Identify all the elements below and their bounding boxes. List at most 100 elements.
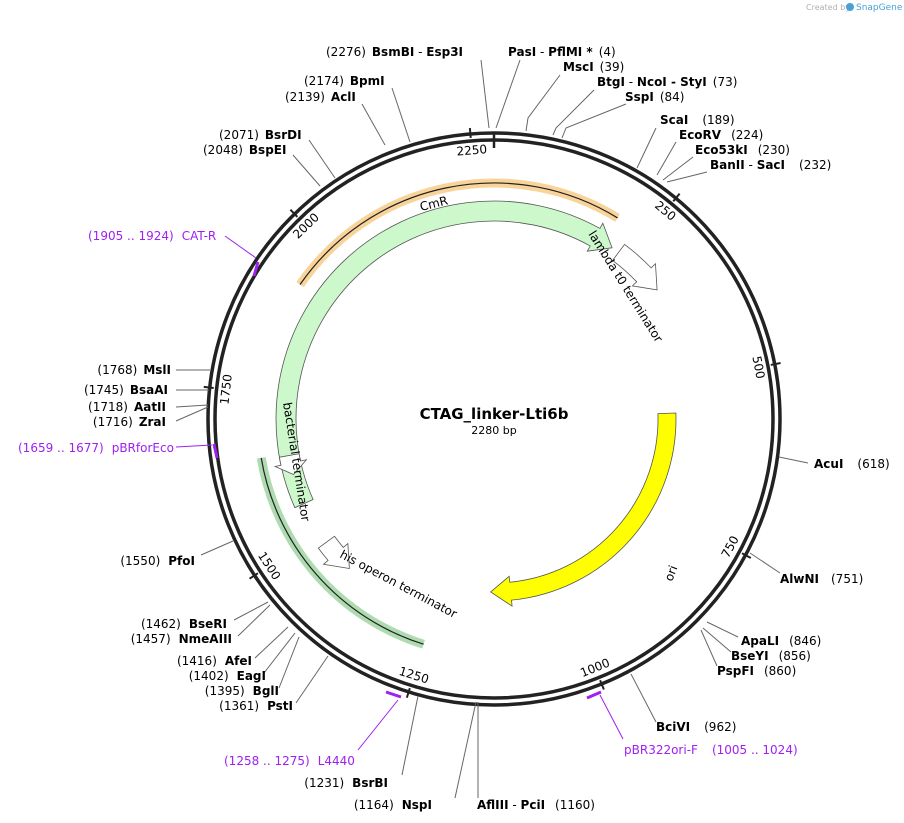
tick-mark [249, 572, 259, 580]
svg-text:BanII - SacI(232): BanII - SacI(232) [710, 158, 831, 172]
enzyme-name: NmeAIII [179, 632, 232, 646]
enzyme-name: BseRI [189, 617, 227, 631]
enzyme-sspi[interactable]: SspI(84) [625, 90, 684, 104]
enzyme-apali[interactable]: ApaLI(846) [741, 634, 821, 648]
enzyme-bcivi[interactable]: BciVI(962) [656, 720, 736, 734]
leader-bpmi [391, 87, 411, 143]
enzyme-name: MslI [143, 363, 171, 377]
leader-afei [254, 626, 289, 659]
enzyme-bsrdi[interactable]: (2071)BsrDI [219, 128, 302, 142]
feature-ori-arrow[interactable] [489, 412, 677, 607]
enzyme-pos: (1718) [88, 400, 128, 414]
svg-text:(1231)BsrBI: (1231)BsrBI [304, 776, 388, 790]
primer-mark [212, 443, 219, 459]
primer-pbr322ori-f[interactable]: pBR322ori-F(1005 .. 1024) [586, 690, 798, 757]
enzyme-name: AclI [331, 90, 356, 104]
enzyme-psti[interactable]: (1361) PstI [219, 699, 293, 713]
plasmid-length: 2280 bp [471, 424, 516, 437]
enzyme-name: BtgI [597, 75, 625, 89]
enzyme-bsaai[interactable]: (1745)BsaAI [84, 383, 168, 397]
primer-cat-r[interactable]: (1905 .. 1924)CAT-R [88, 229, 260, 277]
enzyme-pos: (1416) [177, 654, 217, 668]
tick-mark [770, 362, 781, 366]
highlight-orange [299, 182, 618, 285]
enzyme-pos: (1164) [354, 798, 394, 812]
enzyme-pos: (1550) [120, 554, 160, 568]
enzyme-ecorv[interactable]: EcoRV (224) [679, 128, 763, 142]
leader-bseyi [702, 627, 732, 653]
enzyme-bgli[interactable]: (1395)BglI [205, 684, 279, 698]
leader-msci [525, 74, 561, 132]
enzyme-nspi[interactable]: (1164)NspI [354, 798, 432, 812]
enzyme-afliii[interactable]: AflIII - PciI(1160) [477, 798, 595, 812]
enzyme-name: BanII [710, 158, 745, 172]
primer-mark [252, 261, 260, 277]
enzyme-name: BsrDI [265, 128, 302, 142]
feature-his-arrow[interactable] [317, 535, 350, 569]
enzyme-bspei[interactable]: (2048)BspEI [203, 143, 286, 157]
primer-name: CAT-R [182, 229, 217, 243]
primer-name: pBRforEco [112, 441, 174, 455]
feature-lambda-arrow[interactable] [612, 243, 658, 291]
primer-range: (1659 .. 1677) [18, 441, 104, 455]
leader-scai [636, 127, 657, 169]
leader-bgli [278, 636, 300, 689]
enzyme-nmeaiii[interactable]: (1457)NmeAIII [131, 632, 232, 646]
primer-range: (1258 .. 1275) [224, 754, 310, 768]
svg-text:(1258 .. 1275)L4440: (1258 .. 1275)L4440 [224, 754, 355, 768]
enzyme-pasi[interactable]: PasI - PflMI *(4) [508, 45, 616, 59]
enzyme-name: EcoRV [679, 128, 722, 142]
primers: (1905 .. 1924)CAT-R (1659 .. 1677) pBRfor… [18, 229, 798, 768]
enzyme-scai[interactable]: ScaI(189) [660, 113, 735, 127]
enzyme-name: PstI [267, 699, 293, 713]
leader-bspei [292, 154, 321, 187]
enzyme-bpmi[interactable]: (2174)BpmI [304, 74, 385, 88]
enzyme-aatii[interactable]: (1718)AatII [88, 400, 166, 414]
enzyme-name: AflIII [477, 798, 509, 812]
tick-label: 500 [749, 355, 767, 380]
feature-cmr-arrow[interactable] [275, 200, 613, 509]
enzyme-bseri[interactable]: (1462)BseRI [141, 617, 227, 631]
svg-text:(1402)EagI: (1402)EagI [189, 669, 266, 683]
tick-mark [741, 552, 752, 559]
leader-bcivi [630, 673, 657, 723]
primer-pbrforeco[interactable]: (1659 .. 1677) pBRforEco [18, 441, 219, 459]
primer-name: pBR322ori-F [624, 743, 698, 757]
tick-label: 1500 [255, 549, 283, 582]
enzyme-bseyi[interactable]: BseYI(856) [731, 649, 811, 663]
enzyme-pos: (2139) [285, 90, 325, 104]
enzyme-name-2: PflMI * [548, 45, 593, 59]
leader-aatii [175, 404, 209, 408]
enzyme-bsmbi[interactable]: (2276)BsmBI - Esp3I [326, 45, 463, 59]
feature-bact-arrow[interactable] [273, 453, 308, 475]
feature-label-ori: ori [662, 563, 681, 583]
primer-mark [586, 690, 602, 700]
enzyme-pfoi[interactable]: (1550)PfoI [120, 554, 195, 568]
enzyme-banii[interactable]: BanII - SacI(232) [710, 158, 831, 172]
feature-arrows [273, 200, 677, 607]
enzyme-pos: (618) [857, 457, 889, 471]
enzyme-bsrbi[interactable]: (1231)BsrBI [304, 776, 388, 790]
enzyme-labels: (2276)BsmBI - Esp3I PasI - PflMI *(4) Ms… [84, 45, 890, 812]
enzyme-acli[interactable]: (2139) AclI [285, 90, 356, 104]
enzyme-pspfi[interactable]: PspFI(860) [717, 664, 796, 678]
enzyme-acui[interactable]: AcuI (618) [814, 457, 890, 471]
enzyme-eagi[interactable]: (1402)EagI [189, 669, 266, 683]
enzyme-pos: (1361) [219, 699, 259, 713]
enzyme-afei[interactable]: (1416)AfeI [177, 654, 252, 668]
tick-label: 2250 [456, 142, 488, 158]
svg-text:(1416)AfeI: (1416)AfeI [177, 654, 252, 668]
enzyme-pos: (224) [731, 128, 763, 142]
leader-btgi [552, 89, 595, 136]
enzyme-msci[interactable]: MscI(39) [563, 60, 624, 74]
enzyme-alwni[interactable]: AlwNI(751) [780, 572, 863, 586]
enzyme-name: BpmI [350, 74, 385, 88]
enzyme-btgi[interactable]: BtgI - NcoI - StyI(73) [597, 75, 737, 89]
leader-apali [706, 621, 739, 638]
enzyme-msli[interactable]: (1768)MslI [97, 363, 171, 377]
primer-l4440[interactable]: (1258 .. 1275)L4440 [224, 690, 402, 768]
enzyme-zrai[interactable]: (1716)ZraI [93, 415, 166, 429]
enzyme-name: AcuI [814, 457, 843, 471]
enzyme-eco53ki[interactable]: Eco53kI(230) [695, 143, 790, 157]
